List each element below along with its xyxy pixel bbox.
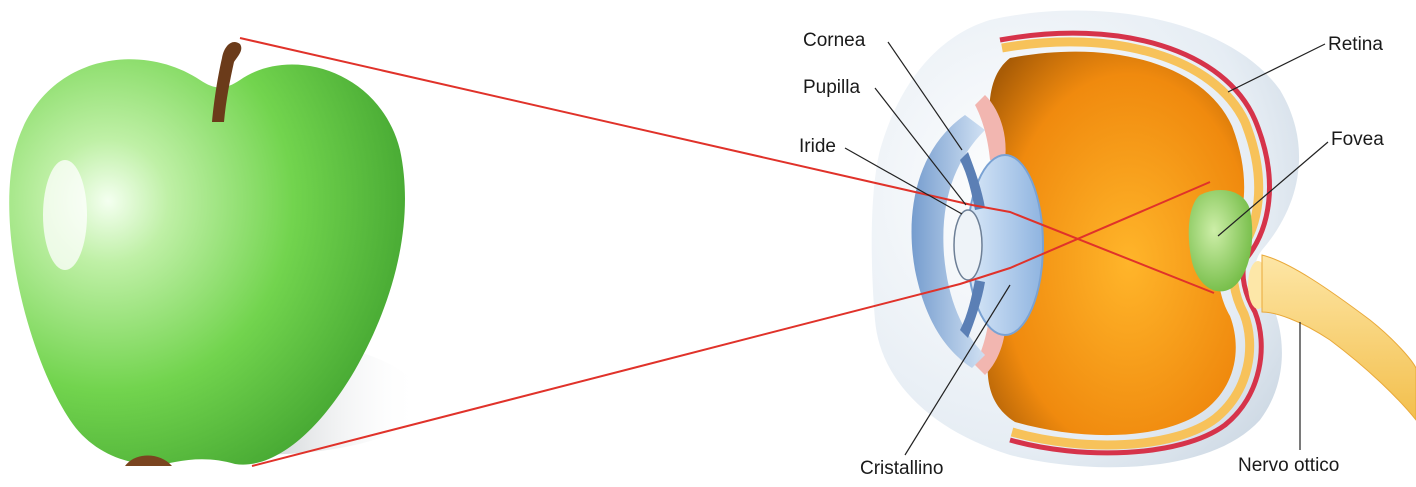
ray-top xyxy=(239,37,1215,294)
leader-retina xyxy=(1227,43,1326,93)
label-fovea: Fovea xyxy=(1331,129,1384,150)
apple-illustration xyxy=(9,41,420,466)
label-retina: Retina xyxy=(1328,34,1383,55)
vitreous-body xyxy=(987,51,1245,436)
iris-top xyxy=(960,152,985,210)
label-cornea: Cornea xyxy=(803,30,866,51)
label-cristallino: Cristallino xyxy=(860,458,944,479)
label-nervo-ottico: Nervo ottico xyxy=(1238,455,1340,476)
optic-nerve xyxy=(1261,254,1416,421)
fovea xyxy=(1188,190,1253,292)
apple-stem xyxy=(212,41,242,122)
apple-bottom xyxy=(125,455,172,466)
eye-illustration xyxy=(871,10,1416,468)
leader-pupilla xyxy=(874,87,967,206)
leader-fovea xyxy=(1217,141,1329,237)
leader-iride xyxy=(844,147,963,215)
cornea xyxy=(911,115,985,368)
apple-body xyxy=(9,59,405,465)
apple-highlight xyxy=(43,160,87,270)
leader-cornea xyxy=(887,41,963,151)
label-iride: Iride xyxy=(799,136,836,157)
iris-bottom xyxy=(960,280,985,338)
leader-lines xyxy=(844,41,1329,456)
leader-cristallino xyxy=(904,284,1011,456)
choroid xyxy=(999,30,1272,456)
light-rays xyxy=(239,37,1215,467)
pupil xyxy=(953,209,983,281)
label-pupilla: Pupilla xyxy=(803,77,861,98)
ray-bottom xyxy=(251,181,1211,467)
ciliary-body-top xyxy=(975,95,1006,160)
